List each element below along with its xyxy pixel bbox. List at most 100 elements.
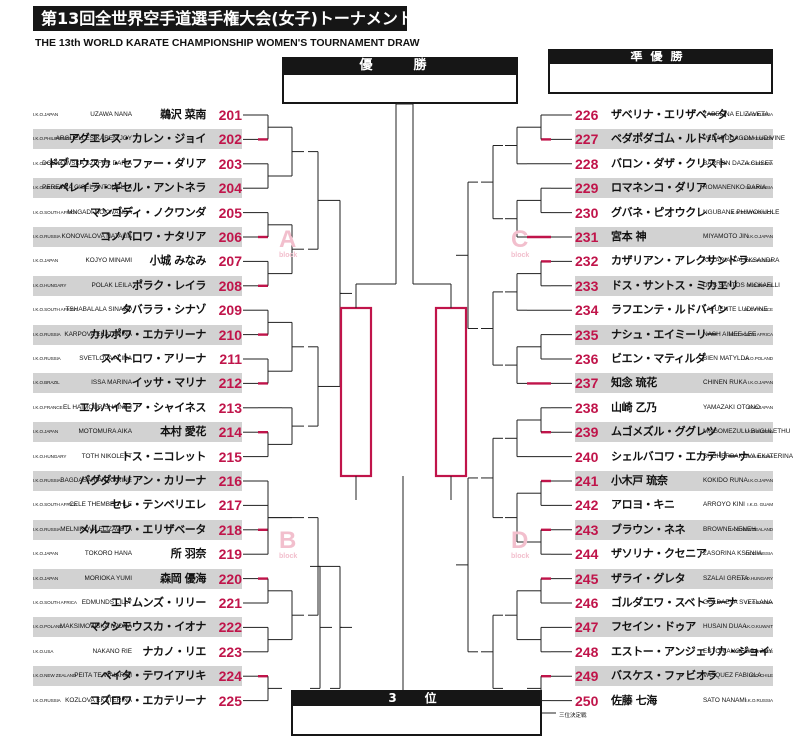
competitor-number: 244: [575, 546, 599, 563]
competitor-number: 219: [218, 546, 242, 563]
competitor-name-jp: ナカノ・リエ: [142, 644, 206, 658]
competitor-row: I.K.O.JAPAN MOTOMURA AIKA 本村 愛花 214: [33, 422, 242, 443]
competitor-name-en: ESTOR ANGELICA JOY: [703, 647, 773, 655]
competitor-name-en: MOTOMURA AIKA: [78, 428, 132, 436]
competitor-country: I.K.O.RUSSIA: [33, 478, 61, 483]
competitor-name-en: UZAWA NANA: [90, 111, 132, 118]
competitor-number: 204: [218, 180, 242, 197]
competitor-name-jp: エルハイモア・シャイネス: [79, 400, 206, 414]
competitor-name-jp: コノバロワ・ナタリア: [100, 230, 206, 243]
competitor-number: 224: [218, 668, 242, 685]
competitor-number: 249: [575, 668, 599, 685]
competitor-name-en: NGUBANE PHIWOKUHLE: [703, 208, 780, 216]
competitor-country: I.K.O.PHILIPPINES: [33, 136, 72, 142]
competitor-name-jp: 小城 みなみ: [149, 254, 207, 268]
champion-box: [282, 73, 518, 104]
competitor-name-jp: 宮本 神: [611, 230, 647, 243]
competitor-name-jp: ドス・サントス・ミカエリ: [611, 278, 739, 292]
competitor-name-jp: コズロワ・エカテリーナ: [89, 693, 206, 707]
competitor-name-jp: ドブコウスカ・セファー・ダリア: [47, 156, 206, 170]
competitor-country: I.K.O.RUSSIA: [745, 258, 773, 264]
competitor-name-en: KAZARIAN ALEKSANDRA: [703, 257, 780, 265]
competitor-name-en: ROMANENKO DARIA: [703, 184, 767, 192]
competitor-number: 212: [218, 375, 242, 392]
competitor-country: I.K.O.JAPAN: [33, 429, 59, 435]
competitor-country: I.K.O.RUSSIA: [33, 331, 61, 337]
competitor-number: 201: [218, 107, 242, 123]
competitor-country: I.K.O.NEW ZEALAND: [729, 526, 773, 532]
competitor-number: 230: [575, 204, 599, 221]
competitor-name-en: LAFUENTE LUDIVINE: [703, 306, 768, 314]
third-place-note: 三位決定戦: [559, 713, 587, 719]
runner-up-header: 準優勝: [548, 49, 773, 64]
competitor-name-en: KOJYO MINAMI: [85, 257, 132, 265]
competitor-country: I.K.O.JAPAN: [33, 112, 59, 117]
competitor-name-en: KOZLOVA EKATERINA: [65, 696, 132, 704]
competitor-name-jp: セレ・テンベリエレ: [110, 498, 207, 512]
competitor-name-en: YAMAZAKI OTONO: [703, 403, 760, 411]
competitor-name-jp: 佐藤 七海: [611, 693, 657, 707]
competitor-name-en: NAKANO RIE: [92, 647, 132, 655]
competitor-name-jp: 小木戸 琉奈: [611, 474, 668, 487]
competitor-name-jp: 本村 愛花: [160, 425, 206, 439]
competitor-number: 218: [218, 521, 242, 538]
competitor-name-jp: タバララ・シナゾ: [121, 303, 206, 317]
competitor-country: I.K.O.SOUTH AFRICA: [33, 209, 77, 215]
competitor-name-jp: メルニコワ・エリザベータ: [78, 522, 207, 536]
competitor-country: I.K.O.SOUTH AFRICA: [33, 502, 77, 508]
runner-up-box: [548, 49, 773, 94]
competitor-name-en: KOKIDO RUNA: [703, 477, 748, 484]
competitor-name-en: EDMUNDS LILLY: [81, 599, 132, 606]
competitor-name-en: VEDAPODAGOM LUDIVINE: [703, 135, 786, 143]
third-place-box: [291, 690, 542, 736]
competitor-country: I.K.O.PHILIPPINES: [734, 648, 773, 654]
competitor-name-jp: フセイン・ドゥア: [611, 620, 696, 634]
competitor-country: I.K.O.RUSSIA: [745, 600, 773, 605]
competitor-number: 214: [218, 424, 242, 441]
competitor-country: I.K.O.HUNGARY: [739, 575, 773, 581]
competitor-number: 226: [575, 107, 599, 123]
page-subtitle: THE 13th WORLD KARATE CHAMPIONSHIP WOMEN…: [35, 37, 420, 49]
competitor-name-jp: ゴルダエワ・スベトラーナ: [611, 596, 738, 609]
block-a-letter: A: [279, 226, 297, 253]
competitor-name-jp: ベダポダゴム・ルドバイン: [611, 132, 739, 146]
competitor-name-en: MIYAMOTO JIN: [703, 233, 749, 240]
competitor-number: 245: [575, 570, 599, 587]
competitor-name-en: MNGOMEZULU BUGULETHU: [703, 428, 791, 436]
competitor-number: 228: [575, 155, 599, 172]
competitor-name-jp: 知念 琉花: [611, 376, 657, 390]
semifinal-left-box: [339, 306, 373, 478]
competitor-name-en: SVETLOVA ALINA: [79, 355, 132, 362]
competitor-name-en: MORIOKA YUMI: [84, 574, 132, 582]
competitor-name-en: DOBKOWSKA SZEFER DARIA: [42, 159, 132, 167]
competitor-name-en: MNGADI NOKWANDA: [67, 208, 132, 216]
competitor-name-jp: ザベリナ・エリザベータ: [611, 108, 728, 121]
competitor-name-jp: 所 羽奈: [170, 547, 207, 561]
competitor-number: 235: [575, 326, 599, 343]
competitor-country: I.K.O.HUNGARY: [33, 282, 67, 288]
competitor-country: I.K.O.BRAZIL: [33, 380, 60, 386]
competitor-name-en: BIEN MATYLDA: [703, 355, 750, 362]
competitor-name-en: TOKORO HANA: [84, 550, 132, 558]
competitor-name-jp: バロン・ダザ・クリスト: [611, 156, 728, 170]
competitor-country: I.K.O.RUSSIA: [745, 112, 773, 117]
competitor-name-jp: ビエン・マティルダ: [611, 352, 706, 365]
